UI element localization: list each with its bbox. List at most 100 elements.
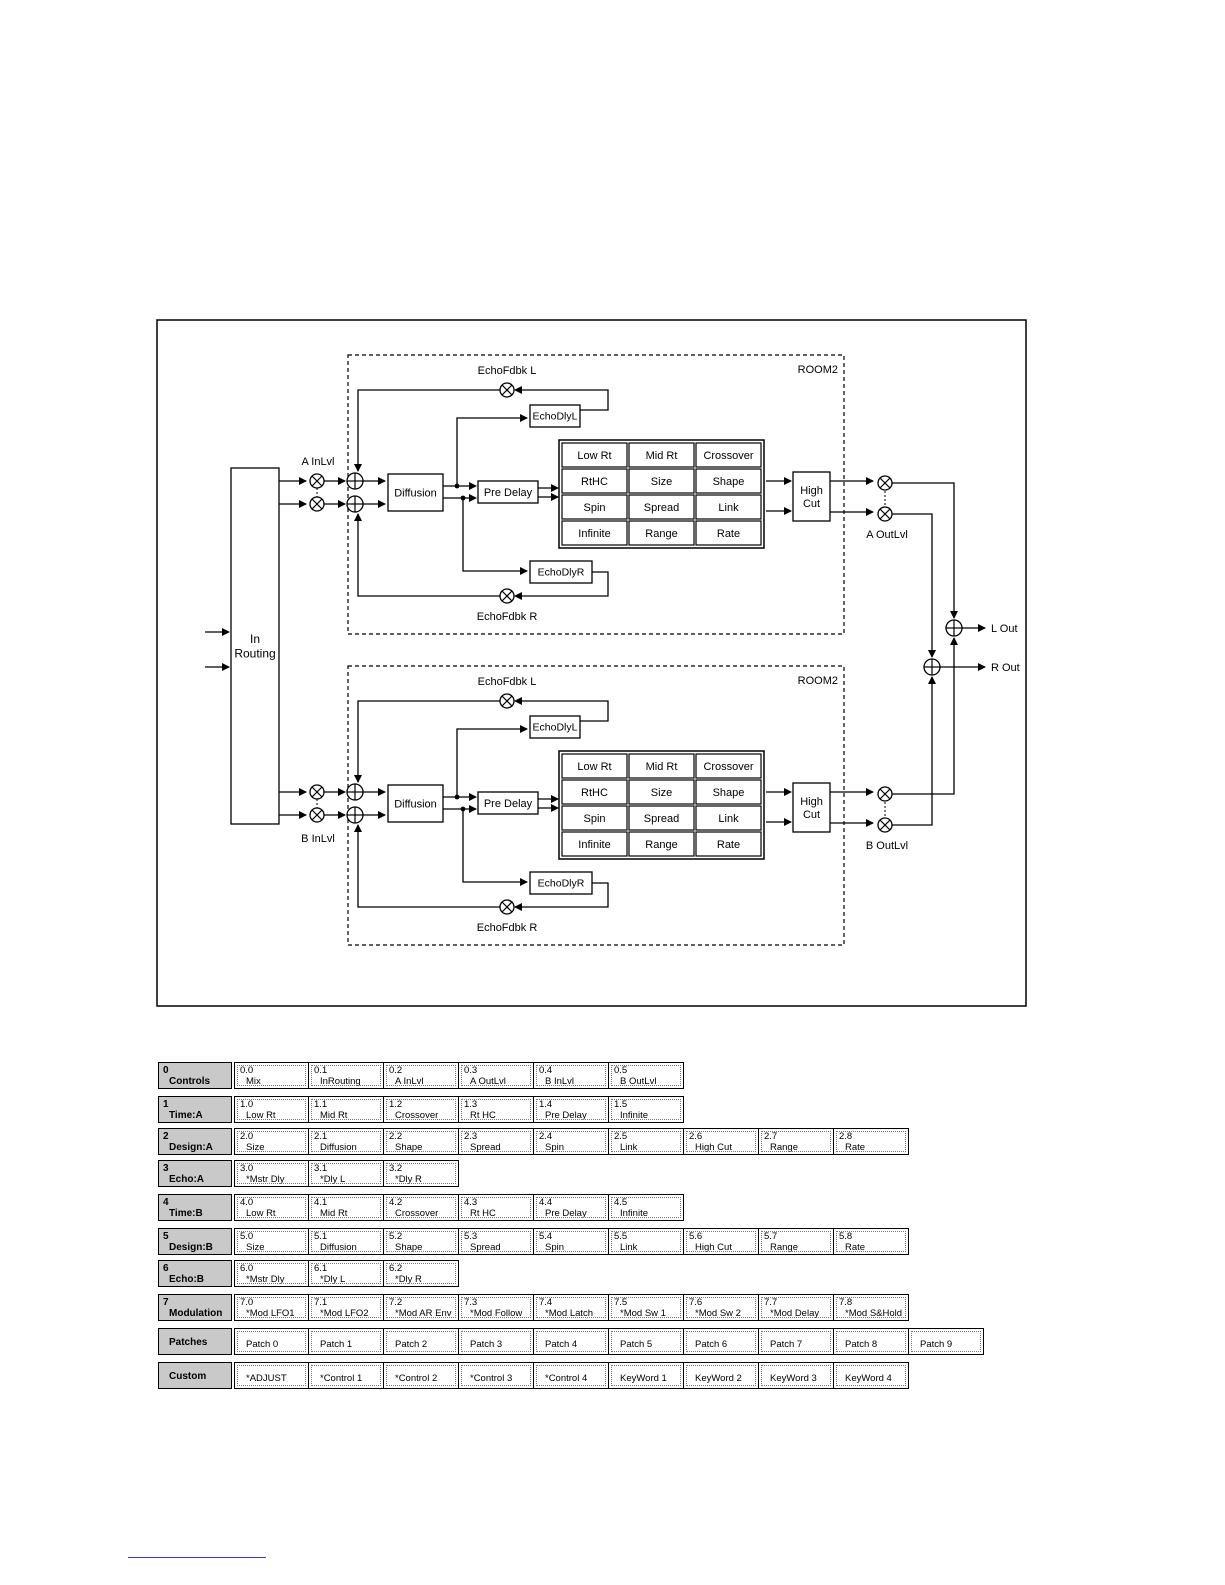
matrix-cell-label: *Mod Follow xyxy=(470,1308,523,1319)
matrix-row-header[interactable]: Custom xyxy=(158,1362,232,1389)
multiplier-cross xyxy=(311,475,323,487)
matrix-row-number: 1 xyxy=(163,1099,169,1110)
matrix-cell-label: Mid Rt xyxy=(320,1208,348,1219)
matrix-cell[interactable]: Patch 1 xyxy=(309,1328,384,1355)
matrix-cell[interactable]: KeyWord 2 xyxy=(684,1362,759,1389)
matrix-cell[interactable]: 7.1*Mod LFO2 xyxy=(309,1294,384,1321)
matrix-cell[interactable]: 7.8*Mod S&Hold xyxy=(834,1294,909,1321)
matrix-row-number: 3 xyxy=(163,1163,169,1174)
matrix-cell[interactable]: *Control 2 xyxy=(384,1362,459,1389)
matrix-cell[interactable]: KeyWord 1 xyxy=(609,1362,684,1389)
a-left-to-l-out xyxy=(892,482,958,619)
matrix-cell[interactable]: 6.2*Dly R xyxy=(384,1260,459,1287)
matrix-cell[interactable]: 7.6*Mod Sw 2 xyxy=(684,1294,759,1321)
matrix-cell[interactable]: 7.0*Mod LFO1 xyxy=(234,1294,309,1321)
matrix-cell-id: 1.0 xyxy=(240,1099,254,1110)
matrix-row-number: 0 xyxy=(163,1065,169,1076)
matrix-cell-id: 1.3 xyxy=(464,1099,478,1110)
matrix-cell[interactable]: *ADJUST xyxy=(234,1362,309,1389)
matrix-cell[interactable]: Patch 9 xyxy=(909,1328,984,1355)
matrix-cell[interactable]: Patch 7 xyxy=(759,1328,834,1355)
matrix-cell[interactable]: Patch 8 xyxy=(834,1328,909,1355)
matrix-cell-label: Patch 3 xyxy=(470,1339,503,1350)
matrix-cell[interactable]: 6.0*Mstr Dly xyxy=(234,1260,309,1287)
room-b-pre-delay-block-label: Pre Delay xyxy=(484,798,533,810)
matrix-row-number: 5 xyxy=(163,1231,169,1242)
matrix-cell[interactable]: *Control 4 xyxy=(534,1362,609,1389)
matrix-cell[interactable]: 7.5*Mod Sw 1 xyxy=(609,1294,684,1321)
matrix-cell[interactable]: 7.2*Mod AR Env xyxy=(384,1294,459,1321)
matrix-cell[interactable]: Patch 3 xyxy=(459,1328,534,1355)
matrix-cell[interactable]: 6.1*Dly L xyxy=(309,1260,384,1287)
matrix-cell[interactable]: *Control 1 xyxy=(309,1362,384,1389)
matrix-cell[interactable]: Patch 2 xyxy=(384,1328,459,1355)
matrix-cell[interactable]: Patch 4 xyxy=(534,1328,609,1355)
echo-l-send xyxy=(456,414,528,486)
matrix-cell[interactable]: KeyWord 3 xyxy=(759,1362,834,1389)
echo-r-feedback xyxy=(354,824,500,908)
matrix-cell[interactable]: Patch 0 xyxy=(234,1328,309,1355)
matrix-cell[interactable]: *Control 3 xyxy=(459,1362,534,1389)
matrix-cell[interactable]: 3.1*Dly L xyxy=(309,1160,384,1187)
matrix-cell[interactable]: 7.3*Mod Follow xyxy=(459,1294,534,1321)
matrix-cell[interactable]: Patch 5 xyxy=(609,1328,684,1355)
matrix-cell-label: *Dly L xyxy=(320,1274,346,1285)
matrix-cell[interactable]: 3.0*Mstr Dly xyxy=(234,1160,309,1187)
echo-l-return xyxy=(514,697,609,722)
matrix-cell-id: 7.5 xyxy=(614,1297,628,1308)
matrix-cell[interactable]: 7.4*Mod Latch xyxy=(534,1294,609,1321)
matrix-cell[interactable]: KeyWord 4 xyxy=(834,1362,909,1389)
multiplier-cross xyxy=(501,384,513,396)
matrix-row-header[interactable]: Patches xyxy=(158,1328,232,1355)
b-right-to-r-out xyxy=(892,676,936,826)
matrix-cell[interactable]: 7.7*Mod Delay xyxy=(759,1294,834,1321)
matrix-cell[interactable]: Patch 6 xyxy=(684,1328,759,1355)
param-label: Range xyxy=(645,528,677,540)
matrix-cell[interactable]: 3.2*Dly R xyxy=(384,1160,459,1187)
